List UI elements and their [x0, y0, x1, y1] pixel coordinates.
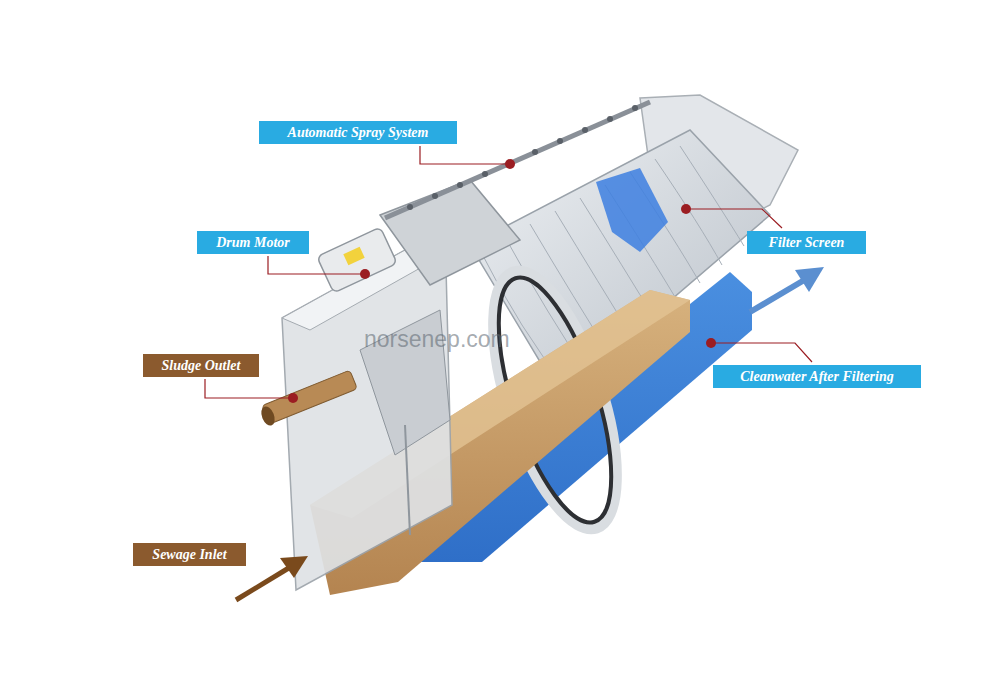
motor-badge — [343, 247, 364, 265]
callout-text: Filter Screen — [769, 236, 845, 250]
leader-dots — [288, 159, 716, 403]
callout-box: Filter Screen — [747, 231, 866, 254]
callout-box: Drum Motor — [197, 231, 309, 254]
callout-box: Sludge Outlet — [143, 354, 259, 377]
inflow-arrow — [236, 556, 308, 600]
callout-text: Automatic Spray System — [288, 126, 429, 140]
callout-box: Sewage Inlet — [133, 543, 246, 566]
drive-housing — [380, 180, 520, 285]
level-rod — [405, 425, 410, 535]
callout-text: Cleanwater After Filtering — [740, 370, 894, 384]
watermark: norsenep.com — [364, 326, 510, 353]
callout-text: Sewage Inlet — [152, 548, 226, 562]
callout-box: Cleanwater After Filtering — [713, 365, 921, 388]
spray-pipe — [385, 102, 650, 218]
sludge-pipe — [262, 370, 358, 424]
leader-lines — [205, 146, 812, 398]
drum-motor — [317, 227, 397, 293]
sludge-pipe-mouth — [259, 404, 278, 427]
callout-text: Drum Motor — [216, 236, 290, 250]
screen-blue-band — [596, 168, 668, 252]
outflow-arrow — [750, 267, 824, 312]
callout-box: Automatic Spray System — [259, 121, 457, 144]
callout-text: Sludge Outlet — [162, 359, 241, 373]
